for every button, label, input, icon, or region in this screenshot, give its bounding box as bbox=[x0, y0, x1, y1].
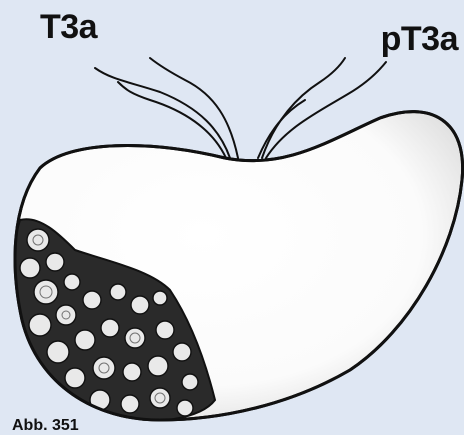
figure-caption: Abb. 351 bbox=[12, 417, 79, 435]
label-pt3a: pT3a bbox=[381, 20, 458, 59]
label-t3a: T3a bbox=[40, 8, 97, 47]
